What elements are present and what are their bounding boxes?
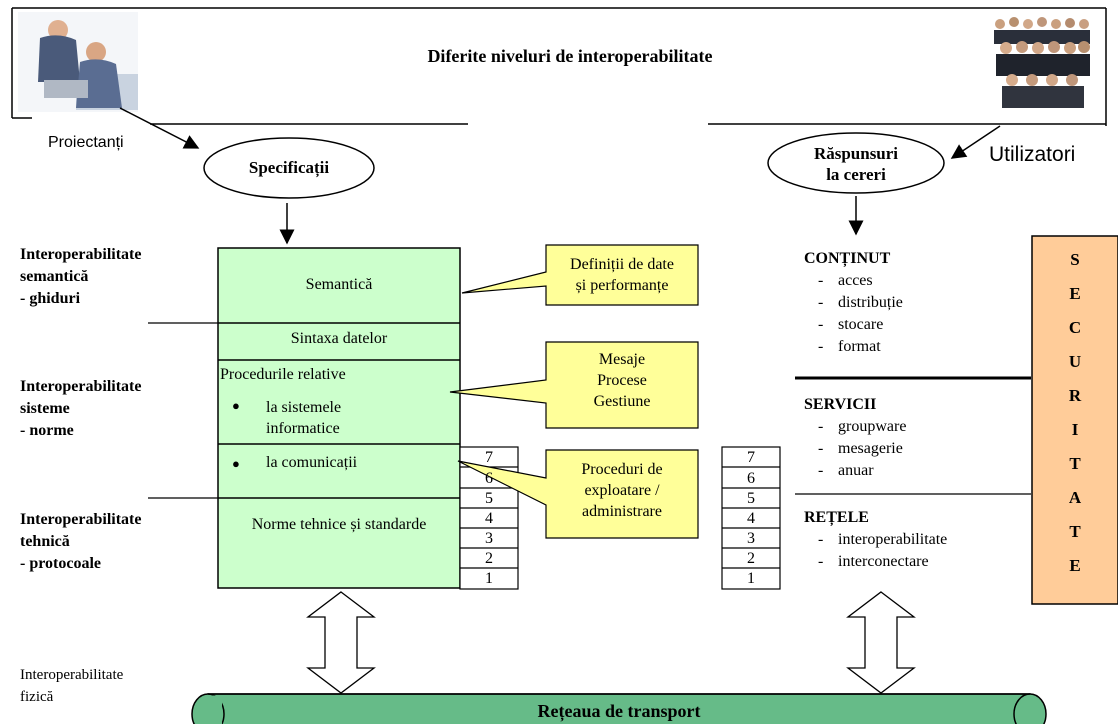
list-item: -groupware: [818, 418, 907, 435]
users-arrow: [950, 125, 1001, 159]
stack-bullet-comm: la comunicații: [266, 454, 358, 471]
specifications-label: Specificații: [248, 158, 330, 177]
security-letter: C: [1068, 318, 1082, 337]
services-title: SERVICII: [804, 396, 877, 413]
bullet-icon: ●: [232, 456, 240, 471]
osi-left-layer-7: 7: [485, 449, 493, 466]
security-letter: T: [1069, 454, 1081, 473]
content-section: CONȚINUT -acces -distribuție -stocare -f…: [804, 248, 903, 358]
security-letter: T: [1069, 522, 1081, 541]
list-item: -format: [818, 338, 881, 355]
left-double-arrow: [306, 591, 376, 694]
networks-section: REȚELE -interoperabilitate -interconecta…: [804, 507, 947, 573]
list-item: -mesagerie: [818, 440, 903, 457]
osi-left-layer-4: 4: [485, 510, 493, 527]
security-letter: A: [1068, 488, 1082, 507]
callout-procedures-text: Proceduri de exploatare / administrare: [581, 461, 663, 520]
callout-definitions: [461, 244, 699, 306]
list-item: -interconectare: [818, 553, 929, 570]
technical-interoperability-label: Interoperabilitate tehnică - protocoale: [20, 511, 142, 572]
security-letter: U: [1068, 352, 1082, 371]
list-item: -interoperabilitate: [818, 531, 948, 548]
list-item: -distribuție: [818, 294, 903, 311]
responses-label: Răspunsuri la cereri: [813, 144, 899, 184]
transport-network-label: Rețeaua de transport: [537, 701, 701, 721]
standards-stack: [217, 247, 461, 589]
security-box: [1031, 235, 1118, 605]
osi-stack-right: [721, 446, 781, 590]
list-item: -acces: [818, 272, 873, 289]
right-double-arrow: [846, 591, 916, 694]
osi-right-layer-5: 5: [747, 490, 755, 507]
diagram-title: Diferite niveluri de interoperabilitate: [427, 46, 713, 66]
stack-semantic: Semantică: [305, 276, 373, 293]
osi-left-layer-1: 1: [485, 570, 493, 587]
osi-right-layer-7: 7: [747, 449, 755, 466]
stack-norms: Norme tehnice și standarde: [251, 516, 427, 533]
security-letter: S: [1070, 250, 1080, 269]
osi-right-layer-4: 4: [747, 510, 755, 527]
physical-interoperability-label: Interoperabilitate fizică: [20, 667, 124, 705]
list-item: -anuar: [818, 462, 874, 479]
designers-arrow: [119, 107, 200, 149]
specifications-ellipse: [203, 137, 375, 199]
osi-right-layer-2: 2: [747, 550, 755, 567]
osi-right-layer-1: 1: [747, 570, 755, 587]
networks-title: REȚELE: [804, 509, 869, 526]
security-letter: R: [1068, 386, 1082, 405]
osi-right-layer-3: 3: [747, 530, 755, 547]
semantic-interoperability-label: Interoperabilitate semantică - ghiduri: [20, 246, 142, 307]
services-section: SERVICII -groupware -mesagerie -anuar: [804, 394, 906, 482]
crowd-photo: [994, 17, 1090, 108]
osi-left-layer-6: 6: [485, 470, 493, 487]
security-letter: I: [1071, 420, 1079, 439]
security-letter: E: [1069, 556, 1081, 575]
users-label: Utilizatori: [989, 143, 1076, 166]
list-item: -stocare: [818, 316, 884, 333]
callout-messages-text: Mesaje Procese Gestiune: [593, 351, 651, 410]
callout-procedures: [457, 449, 699, 539]
osi-left-layer-2: 2: [485, 550, 493, 567]
transport-cylinder: [191, 693, 1047, 724]
osi-left-layer-5: 5: [485, 490, 493, 507]
osi-left-layer-3: 3: [485, 530, 493, 547]
stack-syntax: Sintaxa datelor: [290, 330, 388, 347]
designers-label: Proiectanți: [48, 134, 124, 151]
content-title: CONȚINUT: [804, 250, 891, 267]
business-people-photo: [18, 12, 138, 112]
security-letter: E: [1069, 284, 1081, 303]
osi-right-layer-6: 6: [747, 470, 755, 487]
callout-messages: [449, 341, 699, 429]
stack-procedures: Procedurile relative: [220, 366, 346, 383]
callout-definitions-text: Definiții de date și performanțe: [570, 256, 674, 294]
bullet-icon: ●: [232, 398, 240, 413]
stack-bullet-systems: la sistemele informatice: [266, 399, 342, 437]
responses-ellipse: [767, 132, 945, 194]
header-frame: [11, 7, 1107, 126]
systems-interoperability-label: Interoperabilitate sisteme - norme: [20, 378, 142, 439]
